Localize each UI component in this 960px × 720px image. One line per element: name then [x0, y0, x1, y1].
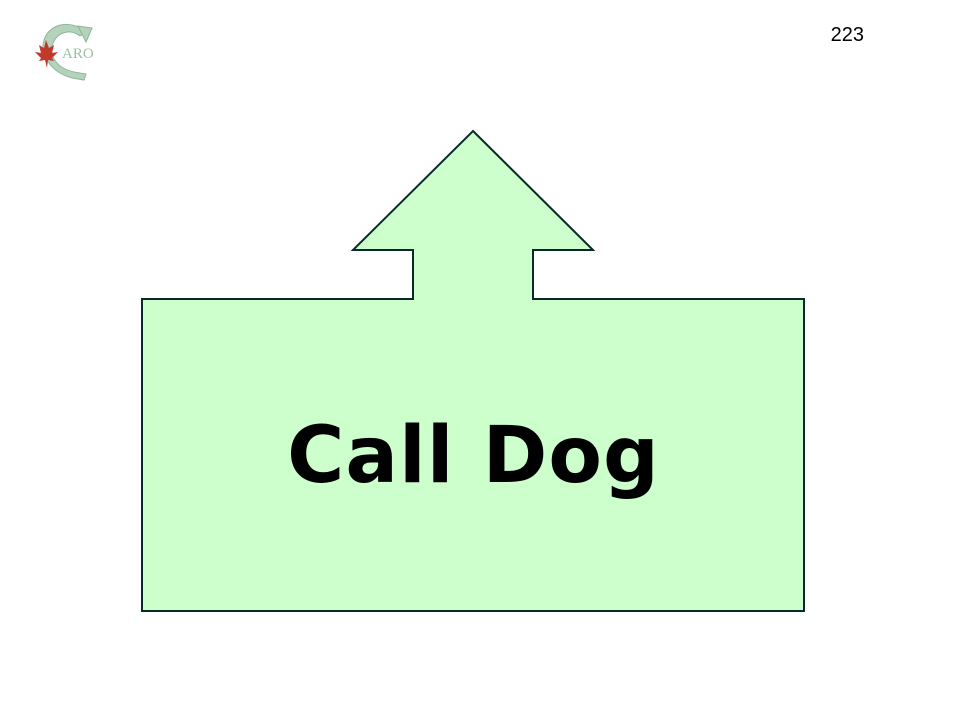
page-number: 223	[830, 24, 864, 46]
maple-leaf-icon	[35, 40, 58, 68]
up-arrow-box-shape	[141, 129, 805, 612]
circular-arrow-icon	[42, 24, 93, 81]
sign-label: Call Dog	[287, 410, 660, 501]
logo: ARO	[35, 24, 94, 81]
logo-text: ARO	[62, 46, 94, 62]
